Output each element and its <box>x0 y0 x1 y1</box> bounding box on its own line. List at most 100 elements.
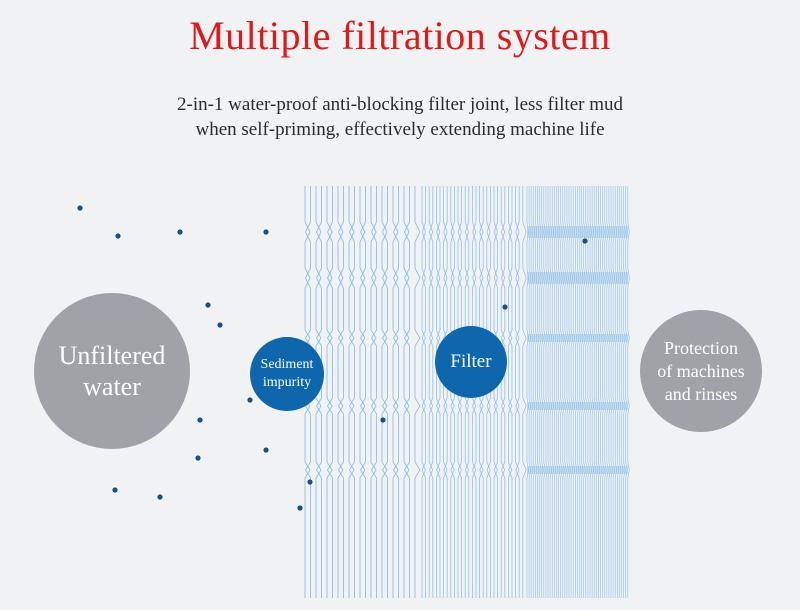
mesh-fine-line <box>589 186 592 598</box>
mesh-coarse-line <box>326 186 333 598</box>
sediment-particle <box>502 304 508 310</box>
mesh-fine-line <box>556 186 559 598</box>
mesh-coarse-line <box>337 186 344 598</box>
mesh-fine-line <box>625 186 628 598</box>
mesh-fine-line <box>610 186 613 598</box>
sediment-particle <box>307 479 313 485</box>
sediment-particle <box>380 417 386 423</box>
mesh-medium-line <box>428 186 434 598</box>
mesh-fine-line <box>568 186 571 598</box>
mesh-fine-line <box>587 186 590 598</box>
mesh-medium-line <box>515 186 520 598</box>
mesh-medium-line <box>436 186 441 598</box>
sediment-particle <box>205 302 211 308</box>
mesh-medium-line <box>500 186 506 598</box>
mesh-fine-line <box>593 186 597 598</box>
mesh-fine-line <box>545 186 548 598</box>
mesh-fine-line <box>627 186 630 598</box>
mesh-medium-line <box>522 186 527 598</box>
mesh-medium-line <box>500 186 506 598</box>
mesh-fine-line <box>572 186 576 598</box>
mesh-coarse-line <box>392 186 399 598</box>
sediment-particles <box>77 205 588 511</box>
sediment-particle <box>263 447 269 453</box>
sediment-particle <box>297 505 303 511</box>
mesh-fine-line <box>608 186 611 598</box>
mesh-fine-line <box>604 186 607 598</box>
mesh-coarse-line <box>326 186 333 598</box>
mesh-fine-line <box>526 186 529 598</box>
mesh-fine-line <box>553 186 557 598</box>
protection-label-line-1: Protection <box>664 337 738 358</box>
sediment-particle <box>177 229 183 235</box>
mesh-band <box>527 272 628 284</box>
mesh-coarse-line <box>392 186 399 598</box>
mesh-fine-line <box>566 186 569 598</box>
mesh-fine-line <box>614 186 618 598</box>
mesh-medium-line <box>508 186 513 598</box>
mesh-fine-line <box>562 186 565 598</box>
mesh-fine-line <box>585 186 588 598</box>
mesh-coarse-line <box>414 186 421 598</box>
mesh-fine-line <box>621 186 624 598</box>
mesh-fine-line <box>570 186 574 598</box>
mesh-medium-line <box>508 186 513 598</box>
mesh-fine-line <box>543 186 546 598</box>
sediment-particle <box>247 397 253 403</box>
mesh-fine-line <box>528 186 532 598</box>
mesh-fine-line <box>560 186 563 598</box>
sediment-label-line-2: impurity <box>262 375 312 390</box>
mesh-coarse-line <box>348 186 355 598</box>
mesh-fine-line <box>574 186 578 598</box>
mesh-fine-line <box>549 186 553 598</box>
mesh-medium-line <box>515 186 520 598</box>
mesh-coarse-line <box>370 186 377 598</box>
protection-label-line-2: of machines <box>657 360 745 381</box>
sediment-particle <box>197 417 203 423</box>
mesh-fine-line <box>591 186 595 598</box>
mesh-fine-line <box>577 186 580 598</box>
mesh-fine-line <box>537 186 540 598</box>
mesh-medium-line <box>493 186 498 598</box>
mesh-fine-line <box>535 186 538 598</box>
mesh-coarse-line <box>381 186 388 598</box>
mesh-coarse-line <box>315 186 322 598</box>
sediment-impurity-circle: Sediment impurity <box>250 337 324 411</box>
mesh-fine-line <box>600 186 603 598</box>
mesh-medium-line <box>421 186 426 598</box>
mesh-fine-line <box>579 186 582 598</box>
mesh-fine-line <box>616 186 620 598</box>
mesh-medium-line <box>421 186 426 598</box>
mesh-band <box>527 334 628 342</box>
mesh-fine-line <box>532 186 536 598</box>
mesh-band <box>527 402 628 410</box>
sediment-particle <box>195 455 201 461</box>
mesh-medium-line <box>443 186 448 598</box>
sediment-particle <box>112 487 118 493</box>
mesh-coarse-line <box>359 186 366 598</box>
page-title: Multiple filtration system <box>189 13 611 58</box>
subtitle-line-1: 2-in-1 water-proof anti-blocking filter … <box>177 94 623 115</box>
sediment-particle <box>157 494 163 500</box>
sediment-particle <box>77 205 83 211</box>
mesh-band <box>527 226 628 238</box>
mesh-fine-line <box>598 186 601 598</box>
unfiltered-label-line-2: water <box>83 372 141 401</box>
mesh-fine-line <box>547 186 550 598</box>
mesh-coarse-line <box>315 186 322 598</box>
subtitle-line-2: when self-priming, effectively extending… <box>195 119 605 140</box>
mesh-medium-line <box>436 186 441 598</box>
mesh-coarse-line <box>348 186 355 598</box>
sediment-particle <box>115 233 121 239</box>
mesh-coarse-line <box>370 186 377 598</box>
sediment-particle <box>582 238 588 244</box>
mesh-fine-line <box>612 186 616 598</box>
mesh-fine-line <box>602 186 605 598</box>
sediment-particle <box>217 322 223 328</box>
mesh-fine-line <box>581 186 584 598</box>
mesh-fine-line <box>595 186 599 598</box>
mesh-coarse-line <box>304 186 311 598</box>
mesh-fine-line <box>564 186 567 598</box>
mesh-fine-line <box>619 186 622 598</box>
mesh-coarse-line <box>403 186 410 598</box>
